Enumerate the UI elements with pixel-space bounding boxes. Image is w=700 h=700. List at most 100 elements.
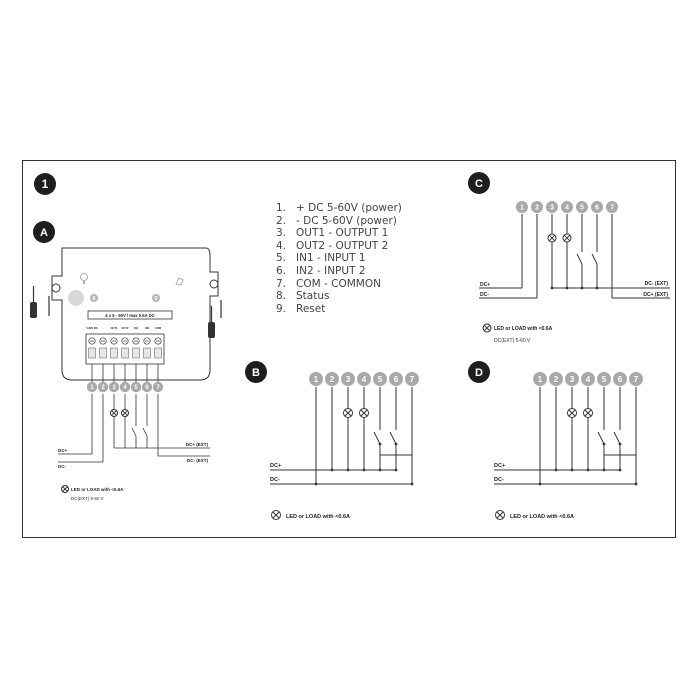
terminal-number: 5 bbox=[378, 375, 383, 384]
terminal-number: 6 bbox=[595, 205, 599, 212]
switch-gap bbox=[596, 252, 598, 264]
terminal-1: 1 bbox=[309, 372, 323, 386]
panel-badge-letter: C bbox=[475, 178, 483, 190]
terminal-number: 6 bbox=[394, 375, 399, 384]
legend-number: 5. bbox=[276, 252, 287, 265]
legend-item: 5.IN1 - INPUT 1 bbox=[276, 252, 402, 265]
junction-dot bbox=[346, 468, 350, 472]
mounting-hole bbox=[209, 279, 219, 289]
panel-badge-letter: B bbox=[252, 367, 260, 379]
junction-dot bbox=[602, 468, 606, 472]
legend-number: 9. bbox=[276, 302, 287, 315]
terminal-number: 5 bbox=[134, 385, 138, 391]
legend-item: 2.- DC 5-60V (power) bbox=[276, 215, 402, 228]
terminal-4: 4 bbox=[357, 372, 371, 386]
lamp-icon bbox=[547, 233, 557, 243]
terminal-4: 4 bbox=[561, 201, 573, 213]
switch-icon bbox=[613, 430, 622, 446]
legend-text: COM - COMMON bbox=[296, 277, 381, 290]
reset-number: 9 bbox=[155, 296, 158, 302]
terminal-1: 1 bbox=[516, 201, 528, 213]
terminal-4: 4 bbox=[581, 372, 595, 386]
lamp-cross bbox=[122, 410, 128, 416]
reset-indicator bbox=[152, 294, 160, 302]
lightbulb-bulb bbox=[80, 273, 88, 281]
lamp-cross bbox=[584, 409, 592, 417]
switch-gap bbox=[395, 430, 397, 444]
lightbulb-icon bbox=[80, 273, 88, 284]
panel-badge-b: B bbox=[245, 361, 267, 383]
lamp-cross bbox=[111, 410, 117, 416]
mounting-hole bbox=[51, 283, 61, 293]
figure-number-badge: 1 bbox=[34, 173, 56, 195]
junction-dot bbox=[538, 482, 542, 486]
lamp-icon bbox=[271, 510, 281, 520]
lamp-cross bbox=[563, 234, 571, 242]
load-note: LED or LOAD with <0.6A bbox=[510, 514, 574, 520]
dc-plus-ext-label: DC+ (EXT) bbox=[643, 292, 668, 298]
terminal-number: 4 bbox=[362, 375, 367, 384]
lamp-cross bbox=[344, 409, 352, 417]
switch-icon bbox=[591, 252, 598, 265]
terminal-3: 3 bbox=[565, 372, 579, 386]
junction-dot bbox=[602, 442, 606, 446]
legend-item: 8.Status bbox=[276, 290, 402, 303]
terminal-circle bbox=[565, 372, 579, 386]
switch-blade bbox=[576, 253, 583, 265]
terminal-2: 2 bbox=[549, 372, 563, 386]
lamp-icon bbox=[359, 408, 369, 418]
terminal-2: 2 bbox=[97, 381, 109, 393]
figure-frame bbox=[22, 160, 676, 538]
switch-icon bbox=[373, 430, 382, 446]
terminal-4: 4 bbox=[119, 381, 131, 393]
dc-minus-label: DC- bbox=[58, 464, 66, 469]
terminal-1: 1 bbox=[533, 372, 547, 386]
switch-icon bbox=[576, 252, 583, 265]
legend-text: OUT2 - OUTPUT 2 bbox=[296, 239, 389, 252]
terminal-6: 6 bbox=[141, 381, 153, 393]
terminal-number: 7 bbox=[610, 205, 614, 212]
legend-number: 8. bbox=[276, 290, 287, 303]
spec-label: 4 x 5 - 60V / max 0.6A DC bbox=[105, 313, 154, 318]
legend-number: 7. bbox=[276, 277, 287, 290]
junction-dot bbox=[378, 468, 382, 472]
switch-blade bbox=[597, 431, 605, 445]
terminal-slot bbox=[99, 347, 107, 359]
terminal-circle bbox=[613, 372, 627, 386]
switch-gap bbox=[135, 426, 137, 436]
junction-dot bbox=[580, 286, 584, 290]
terminal-number: 1 bbox=[538, 375, 543, 384]
panel-badge-d: D bbox=[468, 361, 490, 383]
junction-dot bbox=[362, 468, 366, 472]
terminal-number: 7 bbox=[634, 375, 639, 384]
terminal-7: 7 bbox=[629, 372, 643, 386]
terminal-circle bbox=[533, 372, 547, 386]
terminal-6: 6 bbox=[389, 372, 403, 386]
terminal-5: 5 bbox=[373, 372, 387, 386]
dc-minus-ext-label: DC- (EXT) bbox=[187, 458, 208, 463]
terminal-number: 6 bbox=[145, 385, 149, 391]
terminal-circle bbox=[549, 372, 563, 386]
dc-plus-label: DC+ bbox=[480, 282, 490, 288]
junction-dot bbox=[570, 468, 574, 472]
screwdriver-handle bbox=[30, 302, 37, 318]
ext-supply-note: DC(EXT) 5-60 V bbox=[494, 338, 531, 344]
lamp-cross bbox=[496, 511, 504, 519]
terminal-circle bbox=[130, 381, 142, 393]
junction-dot bbox=[314, 482, 318, 486]
screwdriver-icon bbox=[208, 306, 215, 338]
lamp-cross bbox=[62, 486, 68, 492]
terminal-number: 4 bbox=[123, 385, 127, 391]
terminal-2: 2 bbox=[325, 372, 339, 386]
terminal-number: 3 bbox=[550, 205, 554, 212]
legend-text: Reset bbox=[296, 302, 326, 315]
panel-badge-letter: A bbox=[40, 227, 48, 239]
terminal-legend: 1.+ DC 5-60V (power)2.- DC 5-60V (power)… bbox=[276, 202, 402, 315]
legend-text: - DC 5-60V (power) bbox=[296, 214, 397, 227]
terminal-circle bbox=[341, 372, 355, 386]
lamp-icon bbox=[110, 409, 118, 417]
load-note: LED or LOAD with <0.6A bbox=[494, 326, 553, 332]
junction-dot bbox=[394, 442, 398, 446]
